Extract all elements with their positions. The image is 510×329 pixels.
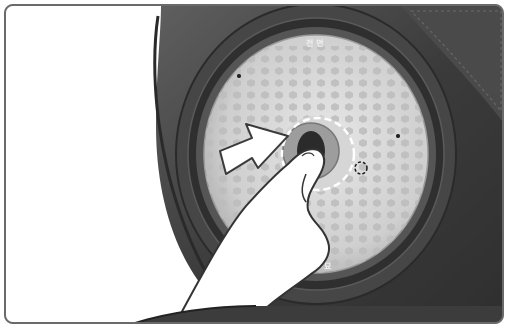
hand-pressing-icon	[175, 148, 330, 322]
lid-bottom-label: 묘	[324, 262, 332, 271]
cooker-body-edge	[135, 305, 502, 322]
lid-top-label: 전 면	[306, 38, 324, 48]
pointing-arrow-icon	[219, 123, 289, 175]
rice-cooker-lid-illustration: 전 면 묘	[135, 6, 502, 322]
illustration-border: 전 면 묘	[4, 4, 504, 324]
